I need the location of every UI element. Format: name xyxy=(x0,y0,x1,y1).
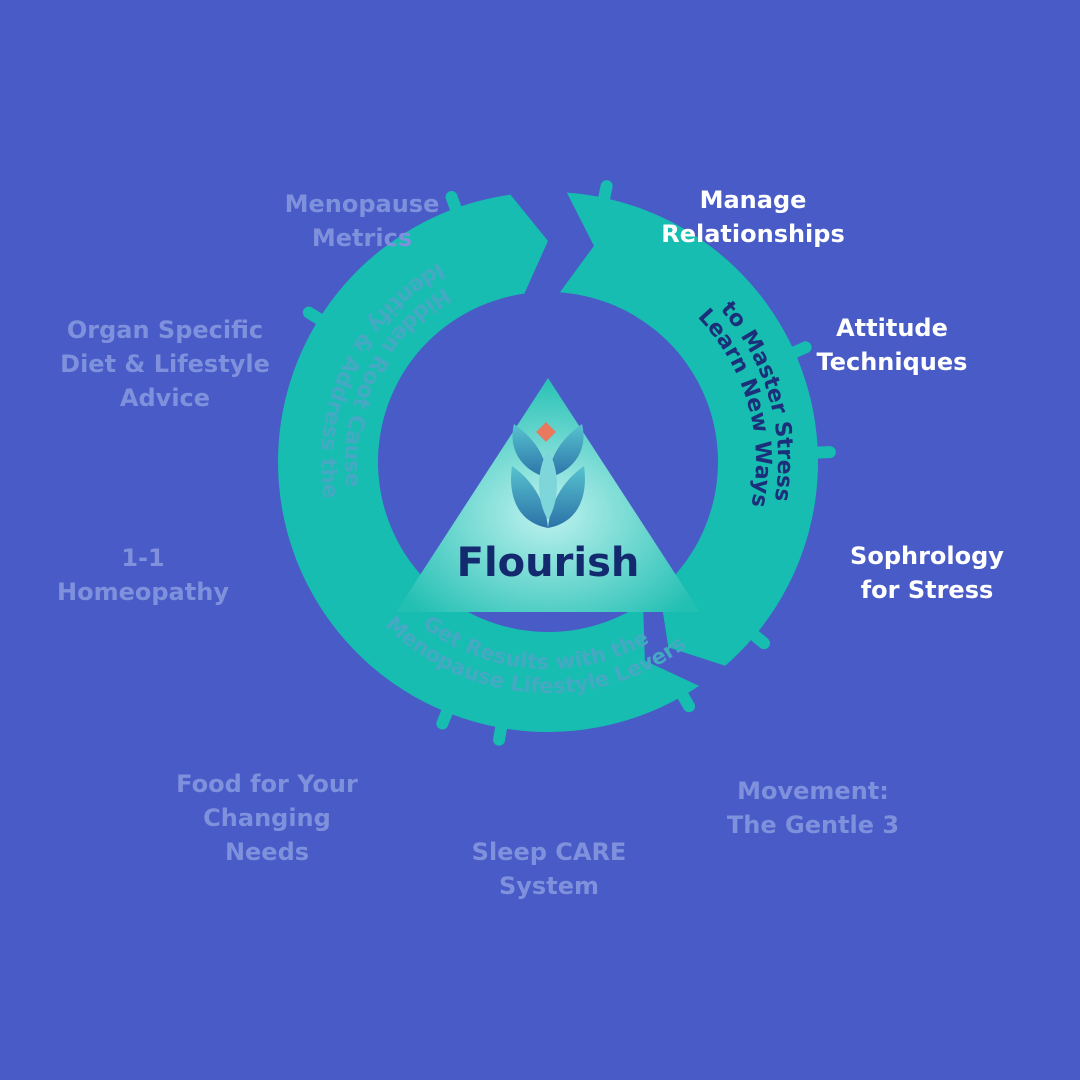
ring-segment-identify xyxy=(278,194,548,686)
ring-segment-learn xyxy=(559,192,818,666)
lotus-leaf-icon xyxy=(511,422,585,528)
ring-segment-results xyxy=(367,588,699,732)
label-movement: Movement:The Gentle 3 xyxy=(727,777,899,839)
brand-name: Flourish xyxy=(457,540,640,586)
